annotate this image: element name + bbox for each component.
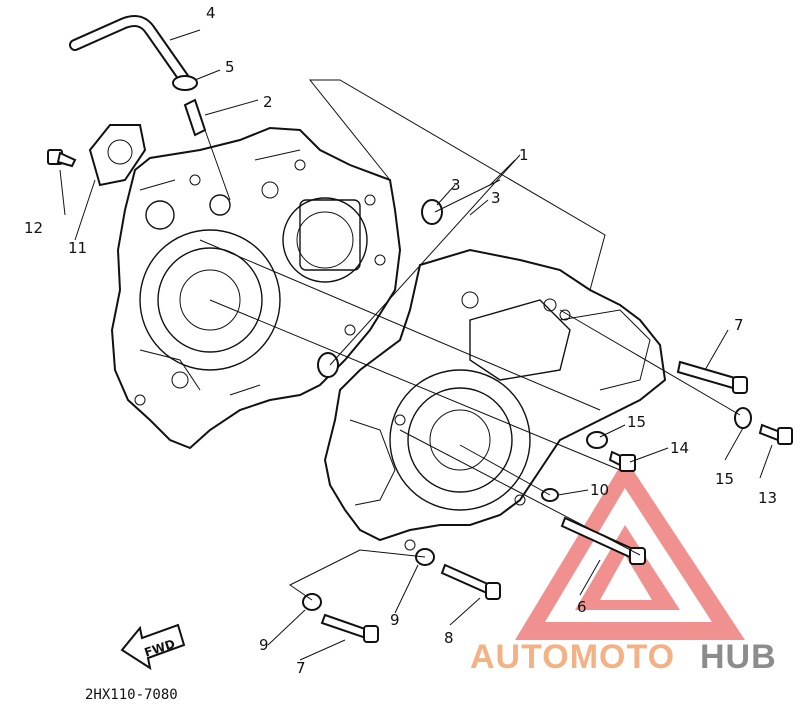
right-crankcase [323,248,667,551]
callout-11: 11 [68,239,87,257]
callout-14: 14 [670,439,689,457]
callout-7-lower: 7 [296,659,306,677]
part-code: 2HX110-7080 [85,687,178,703]
callout-1: 1 [519,146,529,164]
callout-3-upper: 3 [451,176,461,194]
bolt-12 [47,149,77,168]
bolt-7-right [676,360,748,394]
callout-15-left: 15 [627,413,646,431]
gasket [88,124,147,187]
callout-2: 2 [263,93,273,111]
bolt-8 [440,563,501,600]
watermark-brand-part1: AUTOMOTO [470,638,675,676]
callout-labels: 1 2 3 3 4 5 6 7 7 8 9 9 10 11 12 13 14 1… [24,4,777,677]
washer-15-left [586,431,608,449]
callout-9-left: 9 [259,636,269,654]
breather-fitting [183,98,207,137]
bolt-14 [608,450,636,472]
watermark-brand-part2: HUB [700,638,777,676]
callout-6: 6 [577,598,587,616]
callout-13: 13 [758,489,777,507]
callout-3-lower: 3 [491,189,501,207]
callout-8: 8 [444,629,454,647]
washer-9-left [302,593,322,611]
dowel-pin-upper [421,199,443,225]
washer-15-right [734,407,752,429]
callout-12: 12 [24,219,43,237]
watermark-text: AUTOMOTO HUB [470,638,777,676]
callout-7-right: 7 [734,316,744,334]
assembly-lines [199,79,741,601]
bolt-7-lower [320,613,379,643]
callout-4: 4 [206,4,216,22]
hose-clip [172,75,198,91]
bolt-13 [758,423,793,445]
callout-10: 10 [590,481,609,499]
leader-lines [59,29,773,661]
callout-9-right: 9 [390,611,400,629]
forward-arrow: FWD [120,623,186,671]
dowel-pin-lower [317,352,339,378]
callout-15-right: 15 [715,470,734,488]
callout-5: 5 [225,58,235,76]
breather-hose [69,15,191,86]
